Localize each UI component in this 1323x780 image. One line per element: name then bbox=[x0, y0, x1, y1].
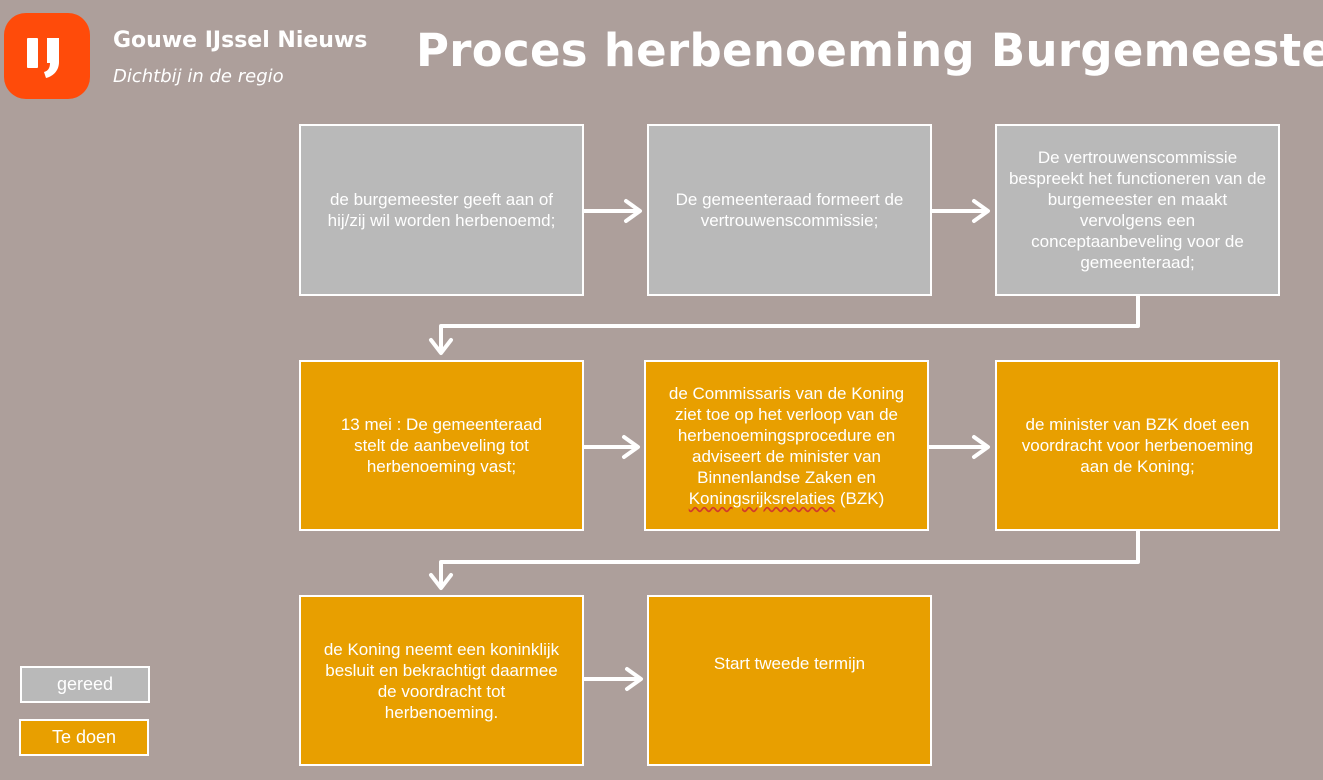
step-5-text: de Commissaris van de Koning ziet toe op… bbox=[656, 383, 917, 509]
step-7-text: de Koning neemt een koninklijk besluit e… bbox=[323, 639, 560, 722]
brand-tagline: Dichtbij in de regio bbox=[113, 66, 284, 87]
legend-done: gereed bbox=[20, 666, 150, 703]
step-5-text-before: de Commissaris van de Koning ziet toe op… bbox=[668, 383, 905, 487]
brand-logo bbox=[4, 13, 90, 99]
step-1-box: de burgemeester geeft aan of hij/zij wil… bbox=[299, 124, 584, 296]
logo-ij-icon bbox=[27, 38, 59, 78]
arrow-step7-to-step8-head bbox=[625, 667, 643, 691]
arrow-step3-to-step4-head bbox=[429, 338, 453, 355]
step-2-box: De gemeenteraad formeert de vertrouwensc… bbox=[647, 124, 932, 296]
arrow-step6-to-step7-head bbox=[429, 573, 453, 590]
step-5-text-after: (BZK) bbox=[835, 488, 885, 508]
step-8-box: Start tweede termijn bbox=[647, 595, 932, 766]
legend-todo: Te doen bbox=[19, 719, 149, 756]
step-8-text: Start tweede termijn bbox=[713, 654, 866, 673]
step-1-text: de burgemeester geeft aan of hij/zij wil… bbox=[327, 190, 556, 230]
arrow-step4-to-step5-head bbox=[622, 435, 640, 459]
arrow-step5-to-step6-head bbox=[972, 435, 990, 459]
step-5-box: de Commissaris van de Koning ziet toe op… bbox=[644, 360, 929, 531]
arrow-step2-to-step3-head bbox=[972, 199, 990, 223]
page-title: Proces herbenoeming Burgemeester bbox=[416, 24, 1323, 77]
arrow-step3-to-step4 bbox=[439, 294, 1140, 352]
step-6-box: de minister van BZK doet een voordracht … bbox=[995, 360, 1280, 531]
arrow-step6-to-step7 bbox=[439, 529, 1140, 587]
step-3-box: De vertrouwenscommissie bespreekt het fu… bbox=[995, 124, 1280, 296]
brand-name: Gouwe IJssel Nieuws bbox=[113, 28, 368, 53]
step-4-box: 13 mei : De gemeenteraad stelt de aanbev… bbox=[299, 360, 584, 531]
step-5-text-marked: Koningsrijksrelaties bbox=[688, 488, 836, 508]
step-3-text: De vertrouwenscommissie bespreekt het fu… bbox=[1008, 148, 1267, 272]
step-6-text: de minister van BZK doet een voordracht … bbox=[1021, 415, 1254, 476]
step-2-text: De gemeenteraad formeert de vertrouwensc… bbox=[675, 190, 904, 230]
arrow-step1-to-step2-head bbox=[624, 199, 642, 223]
step-7-box: de Koning neemt een koninklijk besluit e… bbox=[299, 595, 584, 766]
step-4-text: 13 mei : De gemeenteraad stelt de aanbev… bbox=[340, 415, 543, 476]
